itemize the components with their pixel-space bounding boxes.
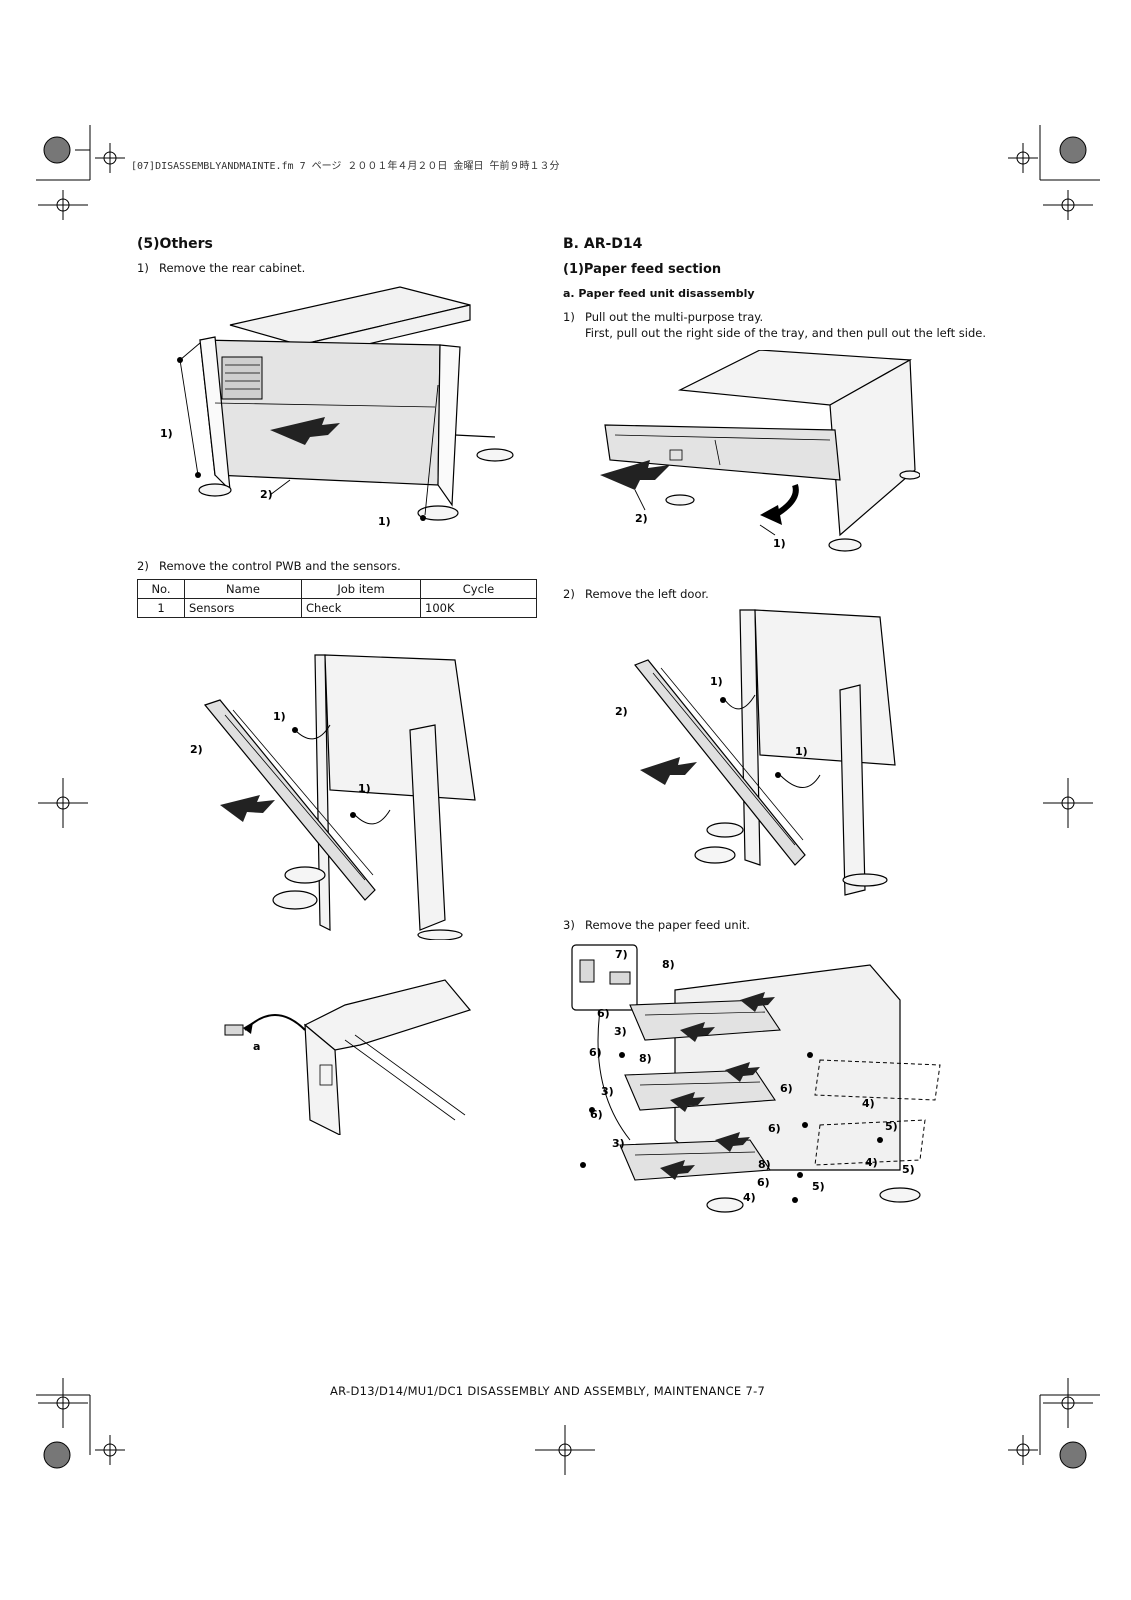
callout-6a: 6) [597,1007,610,1020]
callout-6b: 6) [589,1046,602,1059]
step-number: 3) [563,918,575,932]
callout-2: 2) [635,512,648,525]
step-number: 2) [137,559,149,573]
callout-3b: 3) [601,1085,614,1098]
figure-left-door: 1) 2) 1) [615,609,896,896]
callout-5a: 5) [885,1120,898,1133]
step-remove-rear-cabinet: 1) Remove the rear cabinet. [137,261,305,275]
step-text: Pull out the multi-purpose tray. [585,310,764,324]
callout-1a: 1) [160,427,173,440]
figure-left-door-sensors: 1) 2) 1) [190,654,476,940]
step-remove-left-door: 2) Remove the left door. [563,587,709,601]
callout-1a: 1) [273,710,286,723]
callout-1a: 1) [710,675,723,688]
step-text: Remove the left door. [585,587,709,601]
callout-8a: 8) [662,958,675,971]
table-header-row: No. Name Job item Cycle [137,579,537,599]
callout-4b: 4) [865,1156,878,1169]
subsection-title-paper-feed: (1)Paper feed section [563,262,722,277]
figure-multipurpose-tray: 2) 1) [600,350,920,552]
figure-rear-cabinet: 1) 2) 1) [160,286,514,528]
step-text: Remove the paper feed unit. [585,918,751,932]
figure-connector-detail: a [224,979,472,1135]
cell-name: Sensors [184,598,302,618]
step-text: Remove the rear cabinet. [159,261,306,275]
file-header: [07]DISASSEMBLYANDMAINTE.fm 7 ページ ２００１年４… [131,161,560,172]
section-title-others: (5)Others [137,236,213,252]
step-remove-control-pwb: 2) Remove the control PWB and the sensors… [137,559,401,573]
col-header-cycle: Cycle [420,579,537,599]
table-row: 1 Sensors Check 100K [137,598,537,618]
maintenance-table: No. Name Job item Cycle 1 Sensors Check … [137,579,537,618]
callout-1b: 1) [358,782,371,795]
step-text: Remove the control PWB and the sensors. [159,559,401,573]
callout-1b: 1) [795,745,808,758]
callout-6d: 6) [590,1108,603,1121]
col-header-job-item: Job item [301,579,421,599]
step-number: 1) [137,261,149,275]
callout-4c: 4) [743,1191,756,1204]
step-remove-paper-feed-unit: 3) Remove the paper feed unit. [563,918,750,932]
callout-8c: 8) [758,1158,771,1171]
cell-cycle: 100K [420,598,537,618]
callout-2: 2) [615,705,628,718]
callout-6c: 6) [780,1082,793,1095]
col-header-name: Name [184,579,302,599]
callout-2: 2) [190,743,203,756]
callout-3c: 3) [612,1137,625,1150]
figure-paper-feed-unit: 7) 8) 6) 3) 8) 6) 3) 6) 4) 5) 6) 3) 6) 8… [571,944,941,1213]
col-header-no: No. [137,579,185,599]
callout-8b: 8) [639,1052,652,1065]
page-footer: AR-D13/D14/MU1/DC1 DISASSEMBLY AND ASSEM… [330,1384,766,1398]
callout-6f: 6) [757,1176,770,1189]
section-title-ar-d14: B. AR-D14 [563,236,643,252]
callout-a: a [253,1040,260,1053]
callout-5c: 5) [812,1180,825,1193]
callout-3a: 3) [614,1025,627,1038]
step-pull-out-tray-detail: First, pull out the right side of the tr… [585,326,986,340]
callout-1b: 1) [378,515,391,528]
step-pull-out-tray: 1) Pull out the multi-purpose tray. [563,310,763,324]
cell-job-item: Check [301,598,421,618]
callout-6e: 6) [768,1122,781,1135]
cell-no: 1 [137,598,185,618]
step-number: 1) [563,310,575,324]
callout-4a: 4) [862,1097,875,1110]
callout-1: 1) [773,537,786,550]
callout-2: 2) [260,488,273,501]
step-number: 2) [563,587,575,601]
subsub-title-feed-unit: a. Paper feed unit disassembly [563,287,755,300]
callout-5b: 5) [902,1163,915,1176]
callout-7: 7) [615,948,628,961]
